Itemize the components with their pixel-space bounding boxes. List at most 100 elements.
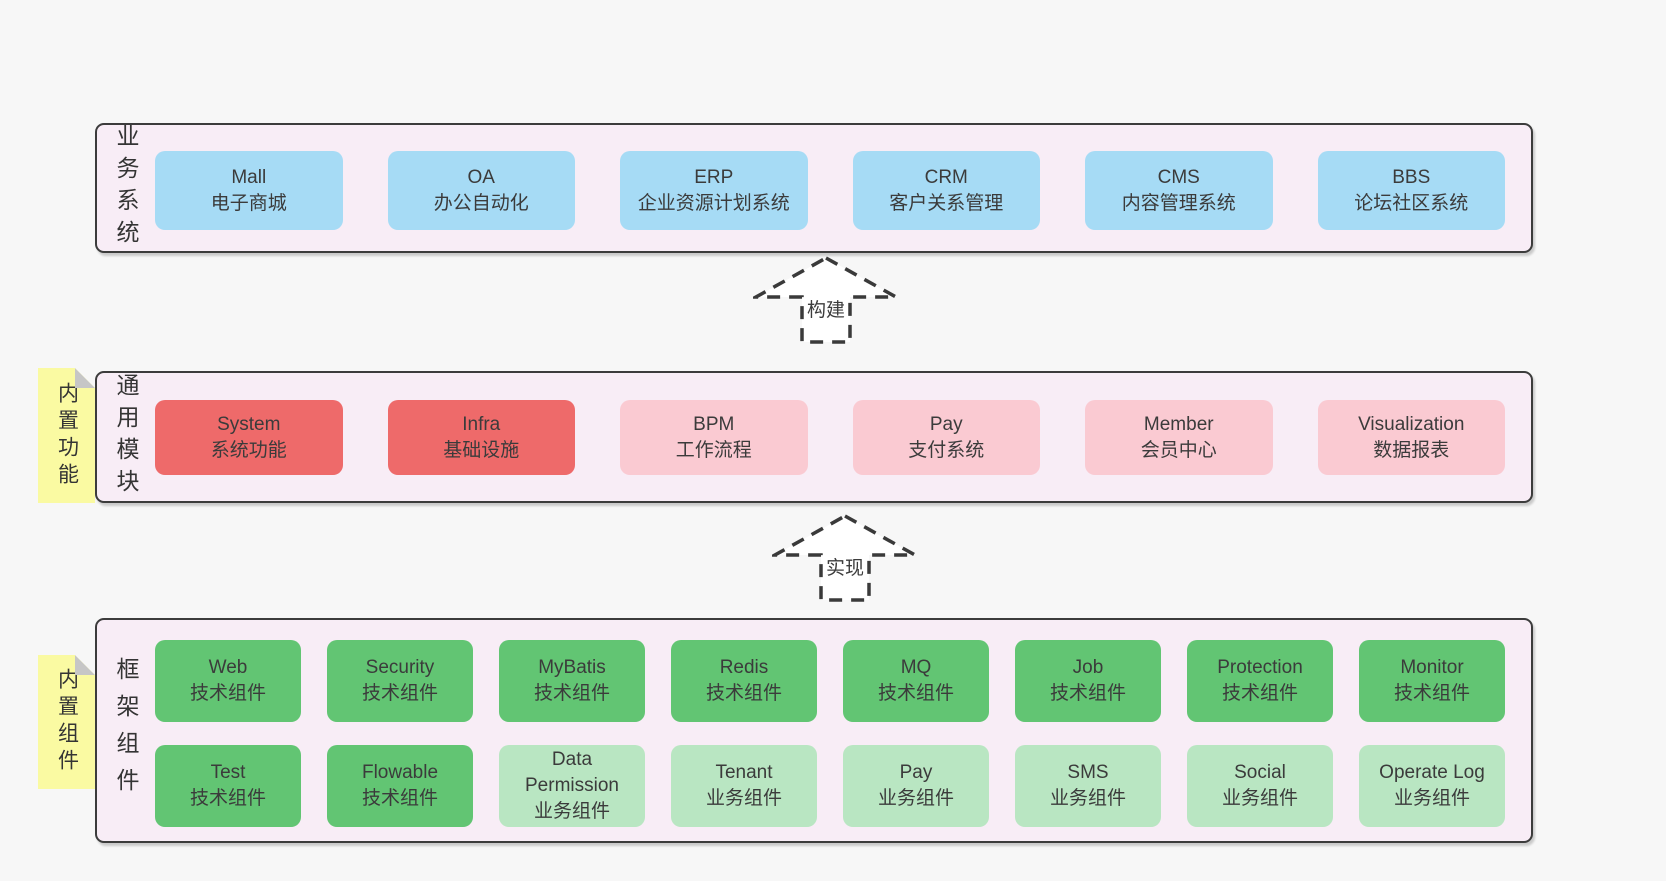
module-box-redis: Redis 技术组件 [671, 640, 817, 722]
box-desc: 技术组件 [189, 788, 266, 809]
box-name: Redis [719, 657, 769, 678]
module-box-pay: Pay 业务组件 [843, 745, 989, 827]
box-name: BBS [1392, 166, 1431, 188]
box-name: BPM [693, 413, 735, 435]
implement-arrow-label: 实现 [822, 552, 868, 581]
layer-modules-label: 通用模块 [113, 373, 139, 501]
box-name: SMS [1067, 762, 1109, 783]
box-desc: 技术组件 [361, 683, 438, 704]
module-box-erp: ERP 企业资源计划系统 [620, 151, 808, 230]
box-name: CMS [1157, 166, 1200, 188]
box-desc: 支付系统 [908, 439, 985, 461]
box-name: Pay [899, 762, 933, 783]
box-name: Infra [462, 413, 501, 435]
box-desc: 客户关系管理 [889, 192, 1004, 214]
box-desc: 技术组件 [361, 788, 438, 809]
sticky-note-text: 内置组件 [55, 668, 79, 776]
module-box-tenant: Tenant 业务组件 [671, 745, 817, 827]
box-name: MyBatis [538, 657, 606, 678]
box-desc: 技术组件 [533, 683, 610, 704]
box-name: Web [208, 657, 248, 678]
module-box-mq: MQ 技术组件 [843, 640, 989, 722]
box-name: Protection [1217, 657, 1303, 678]
box-desc: 技术组件 [877, 683, 954, 704]
box-name: Monitor [1400, 657, 1464, 678]
module-box-bbs: BBS 论坛社区系统 [1317, 151, 1505, 230]
box-name: OA [467, 166, 495, 188]
box-name: CRM [924, 166, 968, 188]
box-name: System [217, 413, 281, 435]
box-desc: 业务组件 [877, 788, 954, 809]
module-box-cms: CMS 内容管理系统 [1085, 151, 1273, 230]
module-box-oa: OA 办公自动化 [387, 151, 575, 230]
module-box-test: Test 技术组件 [155, 745, 301, 827]
box-desc: 技术组件 [1393, 683, 1470, 704]
box-desc: 业务组件 [705, 788, 782, 809]
box-desc: 系统功能 [210, 439, 287, 461]
module-box-bpm: BPM 工作流程 [620, 400, 808, 475]
box-desc: 业务组件 [533, 801, 610, 822]
box-name: Mall [231, 166, 267, 188]
module-box-data-permission: Data Permission 业务组件 [499, 745, 645, 827]
module-box-member: Member 会员中心 [1085, 400, 1273, 475]
box-desc: 企业资源计划系统 [637, 192, 790, 214]
box-name: Operate Log [1379, 762, 1485, 783]
layer-components-label: 框架组件 [113, 656, 139, 805]
build-arrow: 构建 [753, 255, 899, 345]
module-box-mybatis: MyBatis 技术组件 [499, 640, 645, 722]
box-desc: 会员中心 [1140, 439, 1217, 461]
box-desc: 技术组件 [189, 683, 266, 704]
box-name: MQ [900, 657, 932, 678]
module-box-sms: SMS 业务组件 [1015, 745, 1161, 827]
box-desc: 办公自动化 [433, 192, 529, 214]
sticky-note-text: 内置功能 [55, 381, 79, 490]
box-name: Visualization [1358, 413, 1465, 435]
box-desc: 业务组件 [1393, 788, 1470, 809]
layer-business-label: 业务系统 [113, 124, 139, 252]
box-desc: 电子商城 [210, 192, 287, 214]
box-name: Test [210, 762, 246, 783]
box-desc: 基础设施 [443, 439, 520, 461]
box-desc: 技术组件 [705, 683, 782, 704]
module-box-job: Job 技术组件 [1015, 640, 1161, 722]
module-box-monitor: Monitor 技术组件 [1359, 640, 1505, 722]
module-box-security: Security 技术组件 [327, 640, 473, 722]
box-name: Tenant [715, 762, 773, 783]
box-desc: 工作流程 [675, 439, 752, 461]
business-boxes-grid: Mall 电子商城 OA 办公自动化 ERP 企业资源计划系统 CRM 客户关系管理 CMS 内容… [155, 151, 1505, 230]
box-desc: 内容管理系统 [1121, 192, 1236, 214]
module-box-crm: CRM 客户关系管理 [852, 151, 1040, 230]
layer-business-systems: 业务系统 Mall 电子商城 OA 办公自动化 ERP 企业资源计划系统 CRM 客户关系管理… [95, 123, 1533, 253]
box-name: Social [1234, 762, 1286, 783]
module-box-infra: Infra 基础设施 [387, 400, 575, 475]
box-desc: 技术组件 [1221, 683, 1298, 704]
box-name: Data Permission [525, 749, 619, 796]
module-box-protection: Protection 技术组件 [1187, 640, 1333, 722]
box-name: Member [1143, 413, 1214, 435]
module-box-system: System 系统功能 [155, 400, 343, 475]
box-desc: 技术组件 [1049, 683, 1126, 704]
box-desc: 业务组件 [1221, 788, 1298, 809]
module-box-web: Web 技术组件 [155, 640, 301, 722]
sticky-note-builtin-features: 内置功能 [38, 368, 95, 503]
box-name: Security [365, 657, 435, 678]
box-name: Job [1072, 657, 1104, 678]
note-fold-corner-icon [75, 655, 95, 675]
build-arrow-label: 构建 [803, 294, 849, 323]
box-name: ERP [694, 166, 734, 188]
sticky-note-builtin-components: 内置组件 [38, 655, 95, 789]
module-box-social: Social 业务组件 [1187, 745, 1333, 827]
box-desc: 论坛社区系统 [1354, 192, 1469, 214]
box-desc: 业务组件 [1049, 788, 1126, 809]
module-box-operate-log: Operate Log 业务组件 [1359, 745, 1505, 827]
note-fold-corner-icon [75, 368, 95, 388]
